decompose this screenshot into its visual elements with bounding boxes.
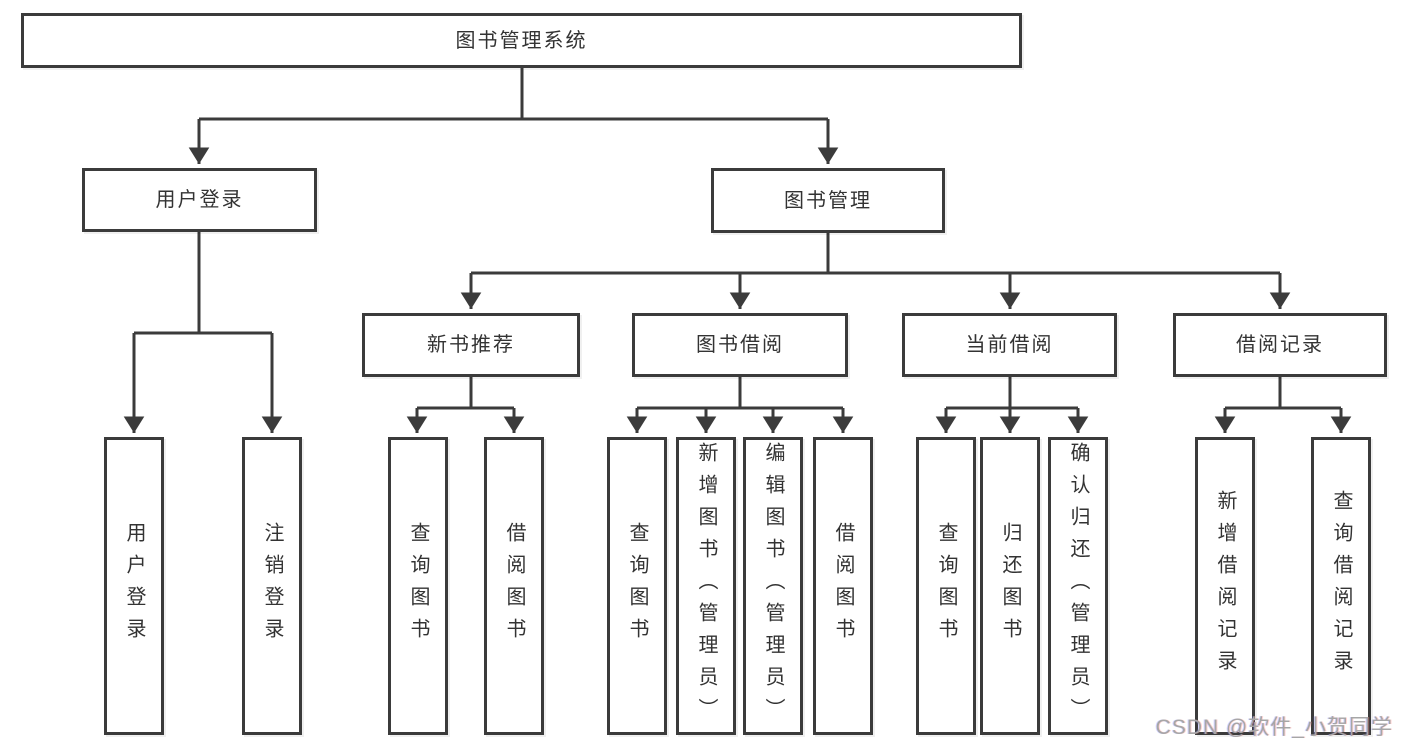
leaf-borrowing-add-books-admin: 新增图书（管理员）	[676, 437, 736, 735]
leaf-logout: 注销登录	[242, 437, 302, 735]
leaf-borrowing-edit-books-admin: 编辑图书（管理员）	[743, 437, 803, 735]
node-book-management: 图书管理	[711, 168, 945, 233]
node-user-login: 用户登录	[82, 168, 317, 232]
leaf-records-add-record: 新增借阅记录	[1195, 437, 1255, 735]
leaf-user-login: 用户登录	[104, 437, 164, 735]
node-new-book-recommend: 新书推荐	[362, 313, 580, 377]
node-borrowing-records: 借阅记录	[1173, 313, 1387, 377]
leaf-borrowing-query-books: 查询图书	[607, 437, 667, 735]
node-current-borrowing: 当前借阅	[902, 313, 1117, 377]
leaf-borrowing-borrow-books: 借阅图书	[813, 437, 873, 735]
leaf-records-query-record: 查询借阅记录	[1311, 437, 1371, 735]
leaf-newbooks-query-books: 查询图书	[388, 437, 448, 735]
leaf-current-return-books: 归还图书	[980, 437, 1040, 735]
leaf-newbooks-borrow-books: 借阅图书	[484, 437, 544, 735]
leaf-current-query-books: 查询图书	[916, 437, 976, 735]
leaf-current-confirm-return-admin: 确认归还（管理员）	[1048, 437, 1108, 735]
csdn-watermark: CSDN @软件_小贺同学	[1155, 716, 1393, 739]
node-root-library-system: 图书管理系统	[21, 13, 1022, 68]
node-book-borrowing: 图书借阅	[632, 313, 848, 377]
